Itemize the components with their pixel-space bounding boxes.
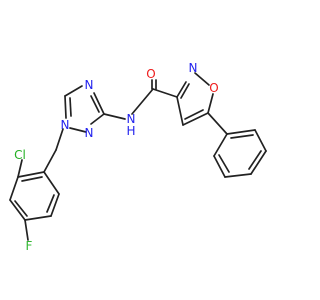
- bond-carbonyl-nh: [131, 88, 154, 115]
- bond-ph-4: [224, 173, 252, 178]
- atom-label-isoxazole-nitrogen: N: [189, 61, 198, 75]
- bond-nh-triazole: [103, 113, 126, 120]
- bond-carbonyl-isoxazole: [152, 88, 178, 98]
- atom-label-triazole-nitrogen-top: N: [85, 78, 94, 92]
- bond-cfp-6: [43, 171, 60, 195]
- bond-cfp-3b: [14, 200, 28, 217]
- bond-ch2-benzene: [43, 149, 57, 173]
- bond-isox-c4-c3: [176, 96, 184, 126]
- bond-triazole-c5-n1-b: [69, 97, 72, 117]
- bond-isox-n2-o1: [194, 72, 210, 86]
- bond-ph-5: [213, 155, 226, 178]
- bond-triazole-n2-c3: [90, 113, 105, 125]
- bond-ring-chlorine: [17, 159, 23, 178]
- bond-isox-c3-n2-b: [180, 83, 190, 99]
- bond-lines: [9, 72, 267, 241]
- bond-cfp-5b: [46, 194, 55, 213]
- background: [0, 0, 300, 300]
- bond-cfp-5: [50, 193, 60, 217]
- bond-isox-c5-c4-b: [184, 109, 204, 120]
- bond-triazole-c5-n1-a: [64, 95, 67, 119]
- atom-label-triazole-nitrogen-1: N: [61, 118, 70, 132]
- atom-label-chlorine: Cl: [14, 148, 26, 162]
- bond-triazole-n4-c5: [64, 85, 83, 97]
- bond-ph-3b: [248, 150, 262, 170]
- bond-ph-5b: [218, 154, 230, 173]
- bond-ring-fluorine: [24, 219, 29, 241]
- molecule-structure-diagram: O N O N N N N H Cl F: [0, 0, 300, 300]
- atom-label-amide-nitrogen: N: [127, 112, 136, 126]
- bond-isox-o1-c5: [207, 93, 214, 114]
- bond-triazole-c3-n4-b: [90, 95, 100, 113]
- atom-label-triazole-nitrogen-2: N: [85, 126, 94, 140]
- bond-ph-2: [254, 129, 267, 152]
- bond-isox-c5-c4-a: [182, 112, 209, 126]
- atom-labels: O N O N N N N H Cl F: [14, 61, 219, 253]
- bond-triazole-n1-n2: [69, 127, 87, 133]
- bond-cfp-4: [24, 215, 52, 221]
- atom-label-isoxazole-oxygen: O: [209, 81, 218, 95]
- bond-ph-1: [226, 129, 256, 135]
- bond-ph-1b: [230, 134, 254, 139]
- bond-triazole-c3-n4-a: [93, 92, 105, 115]
- bond-cfp-1: [17, 171, 45, 178]
- bond-cfp-1b: [21, 176, 43, 182]
- atom-label-amide-hydrogen: H: [126, 124, 135, 138]
- bond-triazole-ch2: [55, 128, 64, 151]
- bond-ph-3: [250, 150, 267, 175]
- bond-cfp-3: [9, 199, 26, 221]
- atom-label-fluorine: F: [26, 239, 33, 253]
- bond-ph-6: [213, 133, 228, 157]
- atom-label-carbonyl-oxygen: O: [146, 67, 155, 81]
- bond-isoxazole-phenyl: [207, 112, 228, 135]
- bond-cfp-2: [9, 176, 19, 201]
- bond-isox-c3-n2-a: [176, 81, 187, 98]
